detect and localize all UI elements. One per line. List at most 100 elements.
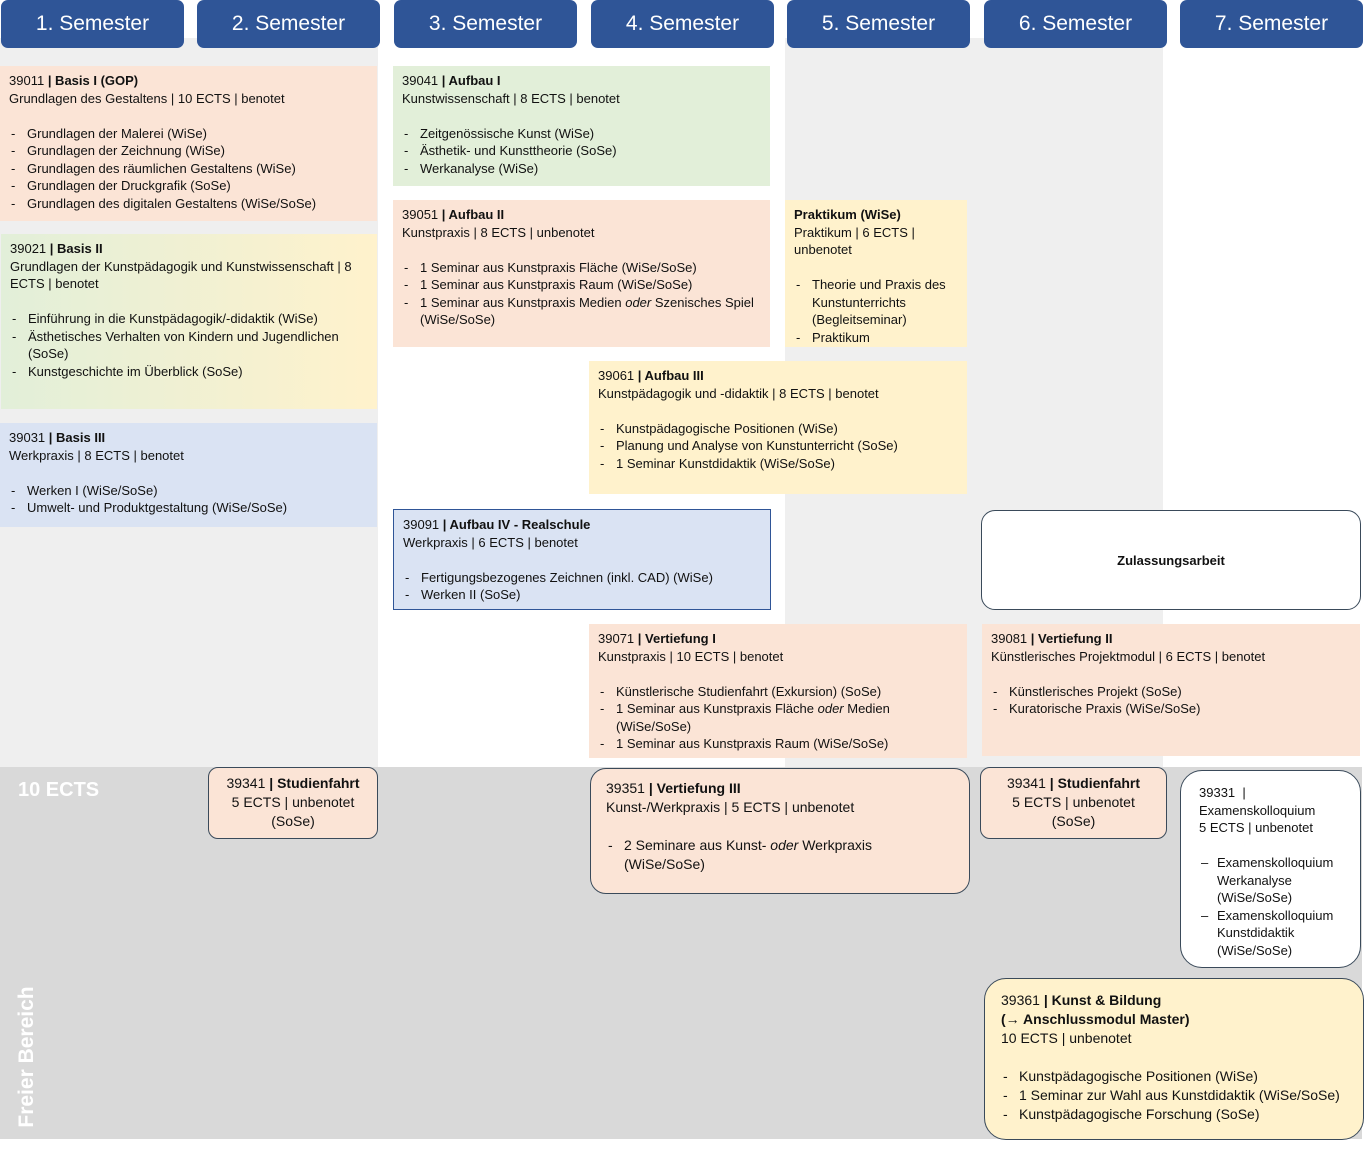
list-item: Examenskolloquium Kunstdidaktik (WiSe/So…: [1199, 907, 1350, 960]
module-subtitle: 5 ECTS | unbenotet: [1012, 794, 1135, 810]
module-subtitle: Kunst-/Werkpraxis | 5 ECTS | unbenotet: [606, 799, 855, 815]
module-items: Künstlerische Studienfahrt (Exkursion) (…: [598, 683, 958, 753]
semester-header-4: 4. Semester: [591, 0, 774, 48]
list-item: Einführung in die Kunstpädagogik/-didakt…: [10, 310, 368, 328]
list-item: Werken I (WiSe/SoSe): [9, 482, 368, 500]
list-item: Werken II (SoSe): [403, 586, 761, 604]
module-heading: 39061 | Aufbau III: [598, 367, 958, 385]
module-subtitle: Kunstpädagogik und -didaktik | 8 ECTS | …: [598, 385, 879, 401]
module-title: | Basis II: [49, 241, 103, 256]
module-subtitle: Examenskolloquium: [1199, 802, 1316, 818]
item-text: 1 Seminar aus Kunstpraxis Fläche: [616, 701, 818, 716]
item-emphasis: oder: [817, 701, 844, 716]
list-item: Praktikum: [794, 329, 958, 347]
semester-header-2: 2. Semester: [197, 0, 380, 48]
module-title: Zulassungsarbeit: [1117, 552, 1225, 568]
module-items: Kunstpädagogische Positionen (WiSe) Plan…: [598, 420, 958, 473]
module-subtitle: Kunstpraxis | 8 ECTS | unbenotet: [402, 224, 595, 240]
list-item: Grundlagen der Malerei (WiSe): [9, 125, 368, 143]
module-items: 1 Seminar aus Kunstpraxis Fläche (WiSe/S…: [402, 259, 761, 329]
list-item: Grundlagen der Druckgrafik (SoSe): [9, 177, 368, 195]
module-heading: 39341 | Studienfahrt: [990, 774, 1157, 793]
list-item: Fertigungsbezogenes Zeichnen (inkl. CAD)…: [403, 569, 761, 587]
list-item: Grundlagen des räumlichen Gestaltens (Wi…: [9, 160, 368, 178]
module-code: 39031: [9, 430, 46, 445]
module-code: 39341: [1006, 775, 1046, 791]
module-code: 39061: [598, 368, 635, 383]
module-title: | Aufbau IV - Realschule: [442, 517, 591, 532]
module-code: 39081: [991, 631, 1028, 646]
module-code: 39351: [606, 780, 645, 796]
semester-header-5: 5. Semester: [787, 0, 970, 48]
module-heading: 39071 | Vertiefung I: [598, 630, 958, 648]
module-title: | Vertiefung I: [637, 631, 716, 646]
module-39051: 39051 | Aufbau II Kunstpraxis | 8 ECTS |…: [393, 200, 770, 347]
list-item: Umwelt- und Produktgestaltung (WiSe/SoSe…: [9, 499, 368, 517]
module-39361: 39361 | Kunst & Bildung (→ Anschlussmodu…: [984, 978, 1364, 1140]
module-heading: 39011 | Basis I (GOP): [9, 72, 368, 90]
semester-header-3: 3. Semester: [394, 0, 577, 48]
item-text: Medien (WiSe/SoSe): [616, 701, 890, 734]
list-item: Kuratorische Praxis (WiSe/SoSe): [991, 700, 1351, 718]
module-title: | Aufbau III: [637, 368, 704, 383]
module-39351: 39351 | Vertiefung III Kunst-/Werkpraxis…: [590, 768, 970, 894]
module-heading: 39341 | Studienfahrt: [218, 774, 368, 793]
module-heading: 39351 | Vertiefung III: [606, 779, 954, 798]
semester-header-1: 1. Semester: [1, 0, 184, 48]
module-title: | Aufbau I: [441, 73, 501, 88]
module-title: | Studienfahrt: [1049, 775, 1141, 791]
module-39031: 39031 | Basis III Werkpraxis | 8 ECTS | …: [0, 423, 377, 527]
module-title: | Studienfahrt: [269, 775, 360, 791]
module-subtitle: Grundlagen der Kunstpädagogik und Kunstw…: [10, 258, 352, 292]
module-items: Grundlagen der Malerei (WiSe) Grundlagen…: [9, 125, 368, 213]
semester-header-7: 7. Semester: [1180, 0, 1363, 48]
list-item: Künstlerische Studienfahrt (Exkursion) (…: [598, 683, 958, 701]
free-area-vertical-label: Freier Bereich: [15, 986, 38, 1128]
module-items: Theorie und Praxis des Kunstunterrichts …: [794, 276, 958, 346]
module-heading: 39361 | Kunst & Bildung: [1001, 991, 1347, 1010]
module-title: | Aufbau II: [441, 207, 505, 222]
module-heading: 39081 | Vertiefung II: [991, 630, 1351, 648]
module-ects: 5 ECTS | unbenotet: [1199, 820, 1313, 835]
module-code: 39051: [402, 207, 439, 222]
list-item: Künstlerisches Projekt (SoSe): [991, 683, 1351, 701]
module-code: 39091: [403, 517, 440, 532]
module-items: Fertigungsbezogenes Zeichnen (inkl. CAD)…: [403, 569, 761, 604]
module-subtitle: Grundlagen des Gestaltens | 10 ECTS | be…: [9, 90, 285, 106]
list-item: Ästhetisches Verhalten von Kindern und J…: [10, 328, 368, 363]
module-heading: 39331 |: [1199, 784, 1350, 802]
list-item: 1 Seminar aus Kunstpraxis Fläche oder Me…: [598, 700, 958, 735]
module-39011: 39011 | Basis I (GOP) Grundlagen des Ges…: [0, 66, 377, 221]
module-praktikum: Praktikum (WiSe) Praktikum | 6 ECTS | un…: [785, 200, 967, 347]
list-item: 1 Seminar aus Kunstpraxis Fläche (WiSe/S…: [402, 259, 761, 277]
module-title: | Vertiefung III: [648, 780, 741, 796]
list-item: Ästhetik- und Kunsttheorie (SoSe): [402, 142, 761, 160]
list-item: Zeitgenössische Kunst (WiSe): [402, 125, 761, 143]
module-39071: 39071 | Vertiefung I Kunstpraxis | 10 EC…: [589, 624, 967, 758]
module-semester: (SoSe): [271, 813, 315, 829]
module-zulassungsarbeit: Zulassungsarbeit: [981, 510, 1361, 610]
module-semester: (SoSe): [1051, 813, 1096, 829]
list-item: Planung und Analyse von Kunstunterricht …: [598, 437, 958, 455]
module-code: 39021: [10, 241, 47, 256]
module-items: 2 Seminare aus Kunst- oder Werkpraxis (W…: [606, 836, 954, 874]
list-item: Kunstpädagogische Positionen (WiSe): [598, 420, 958, 438]
module-subtitle: Werkpraxis | 6 ECTS | benotet: [403, 534, 578, 550]
module-heading: 39031 | Basis III: [9, 429, 368, 447]
module-title: | Basis I (GOP): [47, 73, 139, 88]
module-39091: 39091 | Aufbau IV - Realschule Werkpraxi…: [393, 509, 771, 610]
list-item: 1 Seminar Kunstdidaktik (WiSe/SoSe): [598, 455, 958, 473]
module-title: | Kunst & Bildung: [1043, 992, 1162, 1008]
module-heading: 39051 | Aufbau II: [402, 206, 761, 224]
module-items: Examenskolloquium Werkanalyse (WiSe/SoSe…: [1199, 854, 1350, 959]
item-text: 2 Seminare aus Kunst-: [624, 837, 771, 853]
module-subtitle: Kunstwissenschaft | 8 ECTS | benotet: [402, 90, 620, 106]
module-items: Kunstpädagogische Positionen (WiSe) 1 Se…: [1001, 1067, 1347, 1124]
module-39341-studienfahrt-a: 39341 | Studienfahrt 5 ECTS | unbenotet …: [208, 767, 378, 839]
module-heading: 39021 | Basis II: [10, 240, 368, 258]
list-item: 1 Seminar aus Kunstpraxis Raum (WiSe/SoS…: [402, 276, 761, 294]
item-text: Werkpraxis (WiSe/SoSe): [624, 837, 872, 872]
module-title: | Vertiefung II: [1030, 631, 1113, 646]
module-39061: 39061 | Aufbau III Kunstpädagogik und -d…: [589, 361, 967, 494]
module-39341-studienfahrt-b: 39341 | Studienfahrt 5 ECTS | unbenotet …: [980, 767, 1167, 839]
